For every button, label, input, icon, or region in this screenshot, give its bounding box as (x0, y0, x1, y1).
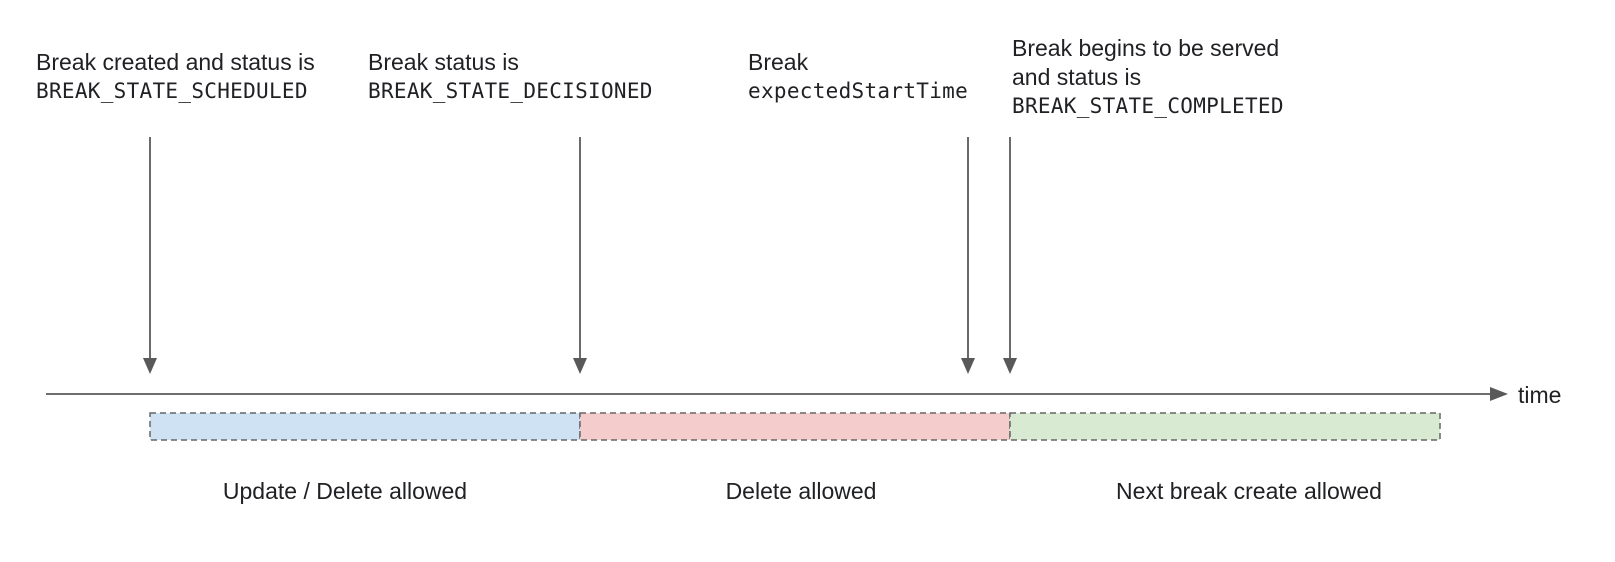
event-text: and status is (1012, 64, 1142, 90)
event-code: BREAK_STATE_DECISIONED (368, 79, 653, 103)
event-arrow-expected-start (961, 137, 975, 374)
time-axis (46, 387, 1508, 401)
event-code: BREAK_STATE_COMPLETED (1012, 94, 1284, 118)
event-arrow-decisioned (573, 137, 587, 374)
axis-arrowhead (1490, 387, 1508, 401)
event-label-decisioned: Break status is BREAK_STATE_DECISIONED (368, 48, 653, 106)
region-label-update-delete: Update / Delete allowed (222, 478, 468, 504)
event-code: BREAK_STATE_SCHEDULED (36, 79, 308, 103)
region-label-next-create: Next break create allowed (1116, 478, 1382, 504)
region-delete (579, 412, 1011, 441)
region-next-create (1009, 412, 1441, 441)
axis-label-time: time (1518, 382, 1562, 408)
event-text: Break (748, 49, 809, 75)
event-label-scheduled: Break created and status is BREAK_STATE_… (36, 48, 315, 106)
event-text: Break created and status is (36, 49, 315, 75)
event-code: expectedStartTime (748, 79, 969, 103)
region-label-delete: Delete allowed (725, 478, 877, 504)
event-label-expected-start: Break expectedStartTime (748, 48, 968, 106)
event-label-completed: Break begins to be served and status is … (1012, 34, 1284, 121)
event-arrow-completed (1003, 137, 1017, 374)
region-update-delete (149, 412, 581, 441)
event-text: Break status is (368, 49, 519, 75)
event-arrow-scheduled (143, 137, 157, 374)
event-text: Break begins to be served (1012, 35, 1280, 61)
